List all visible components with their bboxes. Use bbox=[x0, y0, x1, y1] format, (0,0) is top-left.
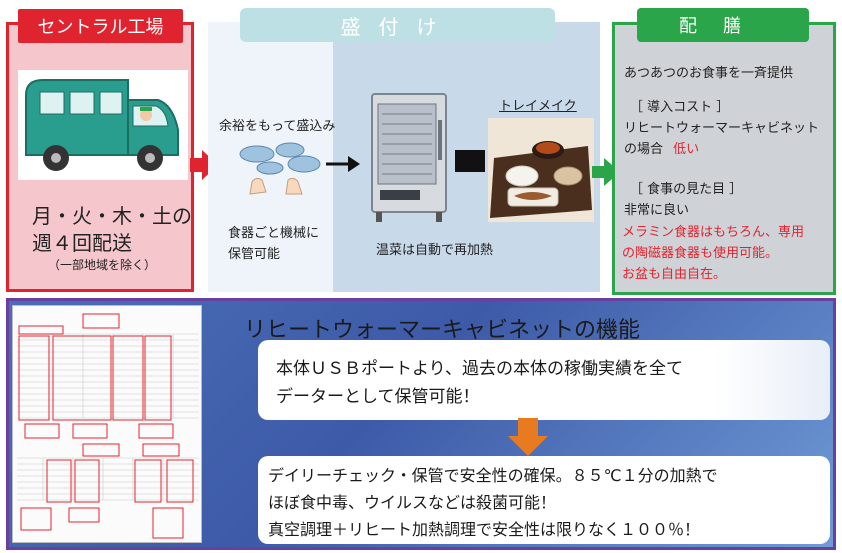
cost-line1: リヒートウォーマーキャビネット bbox=[624, 121, 820, 136]
look-value: 非常に良い bbox=[624, 203, 690, 218]
red-line2: の陶磁器食器も使用可能。 bbox=[622, 246, 779, 261]
spreadsheet-grid-icon bbox=[17, 313, 199, 539]
safety-info-box bbox=[258, 456, 830, 544]
delivery-days-line1: 月・火・木・土の bbox=[32, 204, 192, 228]
yoyu-text: 余裕をもって盛込み bbox=[219, 119, 336, 134]
look-heading: ［ 食事の見た目 ］ bbox=[630, 182, 743, 197]
cost-line2: の場合 低い bbox=[624, 138, 699, 157]
usb-info-box bbox=[258, 340, 830, 420]
kiki-line1: 食器ごと機械に bbox=[228, 226, 320, 241]
arrow-right-black-icon bbox=[326, 156, 360, 172]
arrow-down-orange-icon bbox=[508, 418, 548, 456]
delivery-days-line2: 週４回配送 bbox=[32, 231, 132, 255]
warmer-cabinet-icon bbox=[371, 93, 447, 222]
red-line1: メラミン食器はもちろん、専用 bbox=[622, 225, 805, 240]
delivery-truck-icon bbox=[18, 70, 188, 180]
delivery-note: （一部地域を除く） bbox=[48, 258, 157, 272]
log-spreadsheet-image bbox=[12, 305, 202, 543]
safety-line1: デイリーチェック・保管で安全性の確保。８５℃１分の加熱で bbox=[268, 466, 718, 485]
cost-line2-label: の場合 bbox=[624, 142, 664, 157]
meal-tray-icon bbox=[488, 118, 594, 222]
cost-value: 低い bbox=[673, 142, 700, 157]
reheat-text: 温菜は自動で再加熱 bbox=[376, 243, 494, 258]
cost-heading: ［ 導入コスト ］ bbox=[630, 100, 730, 115]
usb-line1: 本体ＵＳＢポートより、過去の本体の稼働実績を全て bbox=[276, 359, 683, 379]
kiki-line2: 保管可能 bbox=[228, 247, 281, 262]
connector-block bbox=[455, 150, 485, 172]
function-title: リヒートウォーマーキャビネットの機能 bbox=[244, 318, 641, 343]
arrow-right-green-icon bbox=[592, 158, 620, 186]
haizen-header: 配膳 bbox=[637, 8, 809, 42]
moritsuke-header: 盛付け bbox=[240, 8, 555, 42]
arrow-right-red-icon bbox=[190, 150, 218, 180]
usb-line2: データーとして保管可能！ bbox=[276, 387, 480, 407]
safety-line3: 真空調理＋リヒート加熱調理で安全性は限りなく１００％！ bbox=[268, 520, 701, 539]
plates-hands-icon bbox=[239, 142, 321, 195]
safety-line2: ほぼ食中毒、ウイルスなどは殺菌可能！ bbox=[268, 493, 557, 512]
red-line3: お盆も自由自在。 bbox=[622, 267, 727, 282]
traymake-text: トレイメイク bbox=[499, 99, 577, 114]
haizen-line1: あつあつのお食事を一斉提供 bbox=[624, 66, 794, 81]
central-kitchen-header: セントラル工場 bbox=[18, 9, 183, 43]
